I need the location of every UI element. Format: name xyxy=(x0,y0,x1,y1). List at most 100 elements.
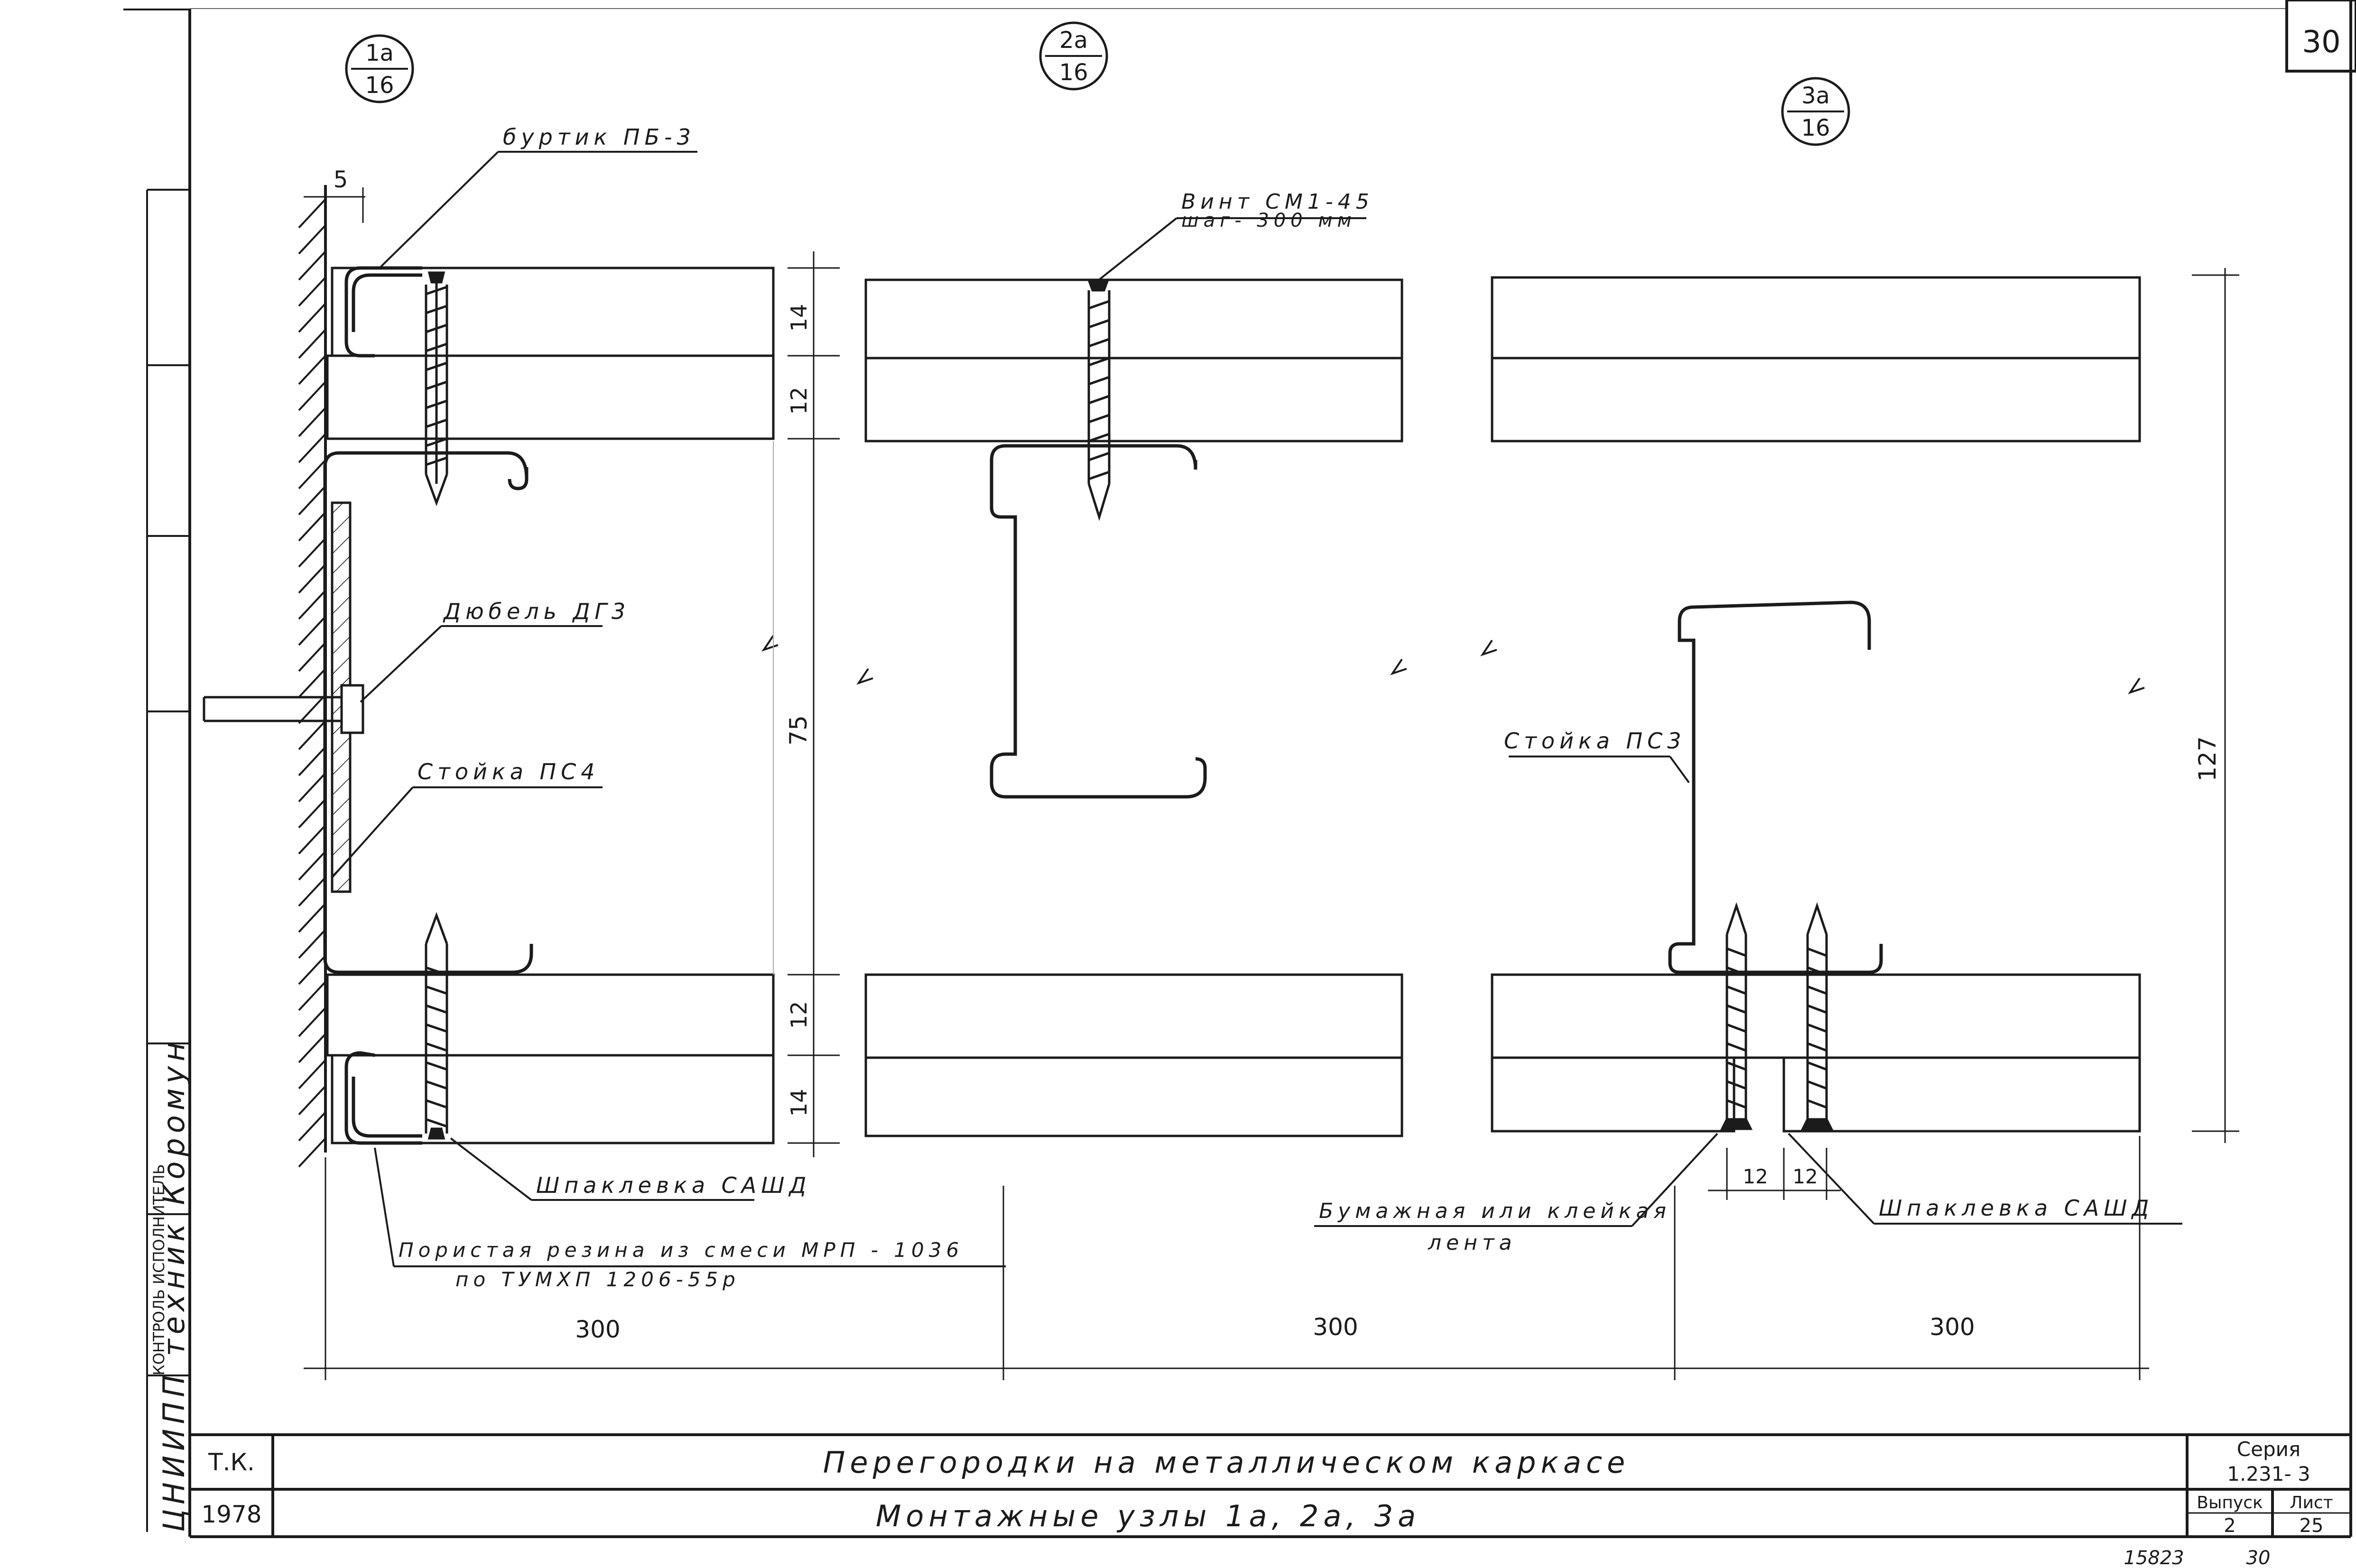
wall-hatch-stroke xyxy=(298,277,326,307)
wall-hatch-stroke xyxy=(298,1059,326,1089)
wall-hatch-stroke xyxy=(298,198,326,229)
gypsum-board-2-top-outer xyxy=(864,278,1403,360)
gypsum-board-2-bot-inner xyxy=(864,973,1403,1059)
wall-hatch-stroke xyxy=(298,381,326,411)
dim-12-top: 12 xyxy=(786,387,812,415)
dim-edge-gap: 5 xyxy=(334,166,348,193)
label-rubber-line1: Пористая резина из смеси МРП - 1036 xyxy=(399,1238,964,1262)
svg-text:3а: 3а xyxy=(1801,83,1830,109)
wall-hatch-stroke xyxy=(298,590,326,620)
gypsum-board-3b-bot-outer xyxy=(1782,1056,2141,1133)
label-putty-left: Шпаклевка САШД xyxy=(536,1172,811,1198)
gypsum-board-3-top-outer xyxy=(1491,276,2141,360)
wall-hatch-stroke xyxy=(298,929,326,959)
dim-span-2: 300 xyxy=(1313,1313,1358,1341)
dim-span-3: 300 xyxy=(1929,1313,1975,1341)
wall-hatch-stroke xyxy=(298,459,326,489)
wall-hatch-stroke xyxy=(298,537,326,568)
gypsum-board-1-bot-inner xyxy=(326,973,775,1057)
gypsum-board-2-bot-outer xyxy=(864,1056,1403,1137)
label-putty-right: Шпаклевка САШД xyxy=(1879,1195,2153,1221)
callout-1a: 1а 16 xyxy=(345,34,414,103)
board-layers xyxy=(326,267,2141,1144)
sheet-label: Лист xyxy=(2290,1493,2333,1513)
end-clip-bottom xyxy=(344,1051,422,1145)
title-block xyxy=(190,1433,2351,1537)
dim-gap-a: 12 xyxy=(1743,1165,1768,1188)
dowel-dg3 xyxy=(203,684,364,734)
margin-stamp-text: ЦНИИПП техник Коромун xyxy=(157,1037,191,1532)
dim-gap-b: 12 xyxy=(1792,1165,1818,1188)
sheet-frame xyxy=(123,0,2352,1538)
title-subtitle: Монтажные узлы 1а, 2а, 3а xyxy=(876,1499,1420,1533)
dim-12-bottom: 12 xyxy=(786,1001,812,1029)
wall-hatch-stroke xyxy=(298,642,326,672)
dim-14-top: 14 xyxy=(786,304,812,332)
dim-127: 127 xyxy=(2194,736,2221,781)
dim-14-bottom: 14 xyxy=(786,1089,812,1117)
gypsum-board-1-bot-outer xyxy=(331,1054,775,1144)
screw-2 xyxy=(1087,278,1111,521)
issue-label: Выпуск xyxy=(2197,1493,2263,1513)
label-rubber-line2: по ТУМХП 1206-55р xyxy=(455,1268,740,1291)
gypsum-board-1-top-outer xyxy=(331,267,775,357)
dim-75: 75 xyxy=(785,715,812,746)
series-value: 1.231- 3 xyxy=(2227,1462,2310,1485)
label-stud-ps3: Стойка ПС3 xyxy=(1504,728,1686,754)
wall-hatch-stroke xyxy=(298,876,326,907)
wall-hatch-stroke xyxy=(298,563,326,594)
wall-hatch-stroke xyxy=(298,250,326,281)
footer-page: 30 xyxy=(2246,1547,2271,1568)
dimension-lines xyxy=(304,251,2239,1380)
wall-hatch-stroke xyxy=(298,824,326,855)
dim-span-1: 300 xyxy=(575,1316,620,1343)
top-sheet-number: 30 xyxy=(2302,25,2340,60)
end-clip-top xyxy=(344,266,422,358)
stud-ps3 xyxy=(1668,600,1883,974)
label-tape-line1: Бумажная или клейкая xyxy=(1319,1199,1671,1223)
wall-hatch-stroke xyxy=(298,511,326,542)
wall-hatch-stroke xyxy=(298,1111,326,1142)
title-year: 1978 xyxy=(201,1501,261,1528)
gypsum-board-3a-bot-outer xyxy=(1491,1056,1735,1133)
wall-hatch-stroke xyxy=(298,1137,326,1168)
gypsum-board-2-top-inner xyxy=(864,357,1403,443)
screw-1-top xyxy=(425,271,448,507)
title-main: Перегородки на металлическом каркасе xyxy=(823,1445,1630,1480)
issue-value: 2 xyxy=(2224,1515,2235,1537)
wall-hatch-stroke xyxy=(298,355,326,385)
wall-hatch-stroke xyxy=(298,407,326,437)
screws xyxy=(425,271,1834,1140)
wall-hatch-stroke xyxy=(298,720,326,750)
wall-hatch-stroke xyxy=(298,433,326,463)
wall-hatch-stroke xyxy=(298,850,326,881)
callout-2a: 2а 16 xyxy=(1039,21,1108,91)
svg-text:16: 16 xyxy=(1801,115,1830,141)
stud-panel2 xyxy=(990,444,1207,799)
wall-hatch-stroke xyxy=(298,329,326,359)
sheet-value: 25 xyxy=(2300,1515,2324,1537)
break-lines xyxy=(761,441,2145,975)
gypsum-board-3-bot-inner xyxy=(1491,973,2141,1059)
label-stud-ps4: Стойка ПС4 xyxy=(417,759,600,784)
wall-hatch-stroke xyxy=(298,746,326,776)
screw-3b xyxy=(1800,902,1834,1130)
wall-hatch-stroke xyxy=(298,485,326,516)
screw-3a xyxy=(1720,902,1753,1130)
title-code: Т.К. xyxy=(208,1448,255,1476)
screw-1-bottom xyxy=(425,912,448,1140)
svg-text:2а: 2а xyxy=(1059,27,1088,54)
wall-hatch-stroke xyxy=(298,616,326,646)
label-burtik: буртик ПБ-3 xyxy=(503,124,696,150)
wall-hatch-stroke xyxy=(298,668,326,698)
leaders xyxy=(331,151,2182,1267)
label-screw-step: шаг- 300 мм xyxy=(1181,210,1356,231)
svg-text:1а: 1а xyxy=(365,40,394,66)
wall-hatch-stroke xyxy=(298,1033,326,1063)
margin-small-text: КОНТРОЛЬ ИСПОЛНИТЕЛЬ xyxy=(150,1164,168,1375)
label-screw-name: Винт СМ1-45 xyxy=(1181,190,1374,214)
wall-hatch-stroke xyxy=(298,772,326,802)
wall-hatch-stroke xyxy=(298,955,326,985)
callout-3a: 3а 16 xyxy=(1781,77,1850,146)
